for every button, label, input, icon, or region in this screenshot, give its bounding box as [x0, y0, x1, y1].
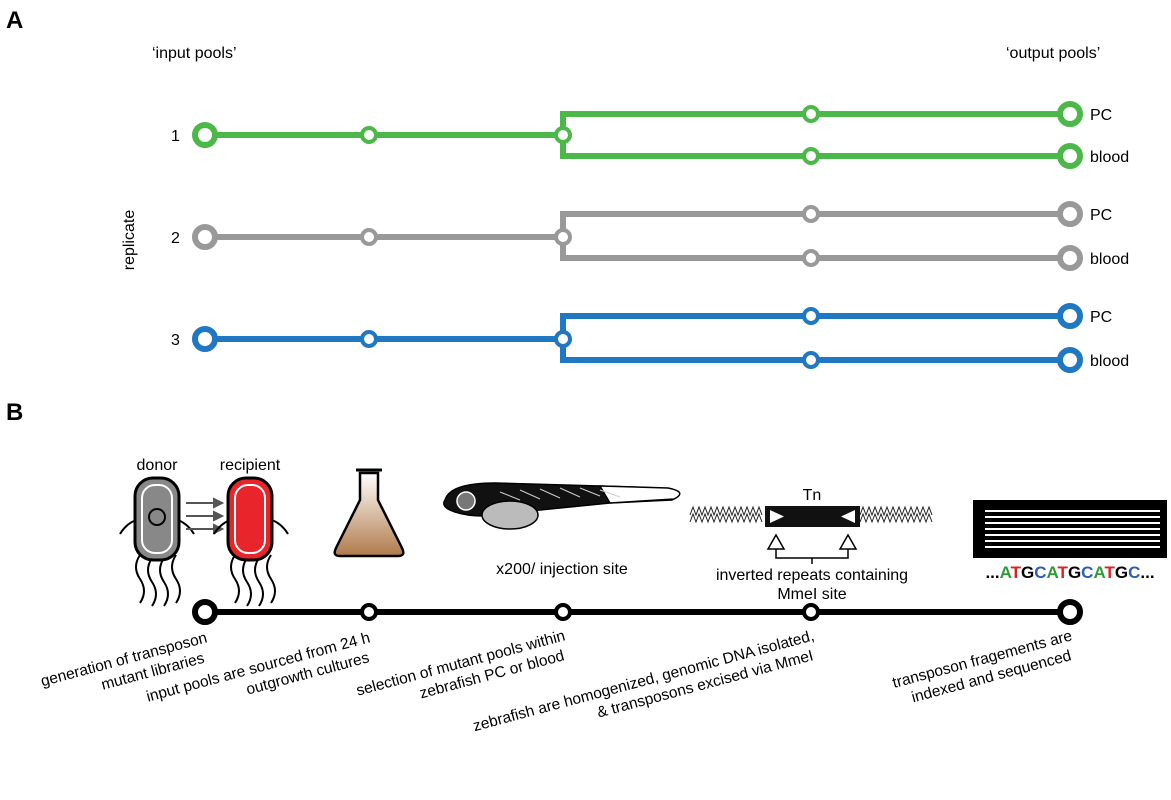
rep3-output-blood-node — [1057, 347, 1083, 373]
rep1-node-blood — [802, 147, 820, 165]
replicate-2-number: 2 — [171, 230, 180, 247]
rep2-node-outgrowth — [360, 228, 378, 246]
rep1-node-outgrowth — [360, 126, 378, 144]
transposon-insert-icon — [689, 505, 933, 564]
rep3-node-blood — [802, 351, 820, 369]
rep3-output-blood-label: blood — [1090, 353, 1129, 370]
replicate-1-tree — [192, 101, 1083, 169]
rep3-node-split — [554, 330, 572, 348]
timeline-node-start — [192, 599, 218, 625]
sequencing-flowcell-icon — [973, 500, 1167, 558]
sequence-char-3: G — [1021, 563, 1034, 582]
process-timeline — [192, 599, 1083, 625]
rep2-input-node — [192, 224, 218, 250]
fish-caption: x200/ injection site — [496, 561, 628, 578]
sequence-char-6: T — [1058, 563, 1069, 582]
rep3-input-node — [192, 326, 218, 352]
rep2-node-blood — [802, 249, 820, 267]
sequence-char-11: G — [1115, 563, 1128, 582]
timeline-node-sequence — [1057, 599, 1083, 625]
rep3-output-pc-label: PC — [1090, 309, 1112, 326]
sequence-char-8: C — [1081, 563, 1093, 582]
repeats-caption-line2: MmeI site — [777, 586, 846, 603]
replicate-3-tree — [192, 303, 1083, 373]
rep1-node-split — [554, 126, 572, 144]
rep1-output-pc-node — [1057, 101, 1083, 127]
input-pools-label: ‘input pools’ — [152, 45, 237, 62]
tn-label: Tn — [803, 487, 822, 504]
sequence-char-10: T — [1104, 563, 1115, 582]
sequence-char-4: C — [1034, 563, 1046, 582]
output-pools-label: ‘output pools’ — [1006, 45, 1100, 62]
rep1-input-node — [192, 122, 218, 148]
recipient-bacterium-icon — [213, 476, 289, 607]
step-1-label: generation of transposon mutant librarie… — [39, 629, 209, 693]
rep2-node-pc — [802, 205, 820, 223]
sequence-char-7: G — [1068, 563, 1081, 582]
rep2-output-pc-label: PC — [1090, 207, 1112, 224]
sequence-char-1: A — [1000, 563, 1012, 582]
replicate-1-number: 1 — [171, 128, 180, 145]
rep2-output-pc-node — [1057, 201, 1083, 227]
rep2-output-blood-label: blood — [1090, 251, 1129, 268]
panel-b-letter: B — [6, 399, 23, 426]
sequence-char-9: A — [1093, 563, 1105, 582]
donor-label: donor — [137, 457, 179, 474]
step-5-label: transposon fragements are indexed and se… — [891, 627, 1074, 706]
timeline-node-selection — [554, 603, 572, 621]
timeline-node-homogenize — [802, 603, 820, 621]
rep1-output-blood-node — [1057, 143, 1083, 169]
rep2-output-blood-node — [1057, 245, 1083, 271]
rep1-output-pc-label: PC — [1090, 107, 1112, 124]
sequence-char-2: T — [1011, 563, 1022, 582]
rep1-output-blood-label: blood — [1090, 149, 1129, 166]
repeats-caption-line1: inverted repeats containing — [716, 567, 908, 584]
timeline-node-outgrowth — [360, 603, 378, 621]
transfer-arrows-icon — [186, 497, 225, 535]
zebrafish-larva-icon — [443, 482, 681, 530]
rep3-node-pc — [802, 307, 820, 325]
replicate-axis-label: replicate — [121, 210, 138, 271]
donor-bacterium-icon — [119, 476, 195, 607]
rep1-node-pc — [802, 105, 820, 123]
rep3-output-pc-node — [1057, 303, 1083, 329]
sequence-char-5: A — [1047, 563, 1059, 582]
rep2-node-split — [554, 228, 572, 246]
dna-sequence-readout: ...ATGCATGCATGC... — [985, 563, 1154, 582]
recipient-label: recipient — [220, 457, 281, 474]
culture-flask-icon — [333, 468, 405, 558]
panel-a-letter: A — [6, 7, 23, 34]
sequence-char-12: C — [1128, 563, 1140, 582]
sequence-char-13: ... — [1140, 563, 1154, 582]
rep3-node-outgrowth — [360, 330, 378, 348]
sequence-char-0: ... — [985, 563, 999, 582]
replicate-2-tree — [192, 201, 1083, 271]
replicate-3-number: 3 — [171, 332, 180, 349]
